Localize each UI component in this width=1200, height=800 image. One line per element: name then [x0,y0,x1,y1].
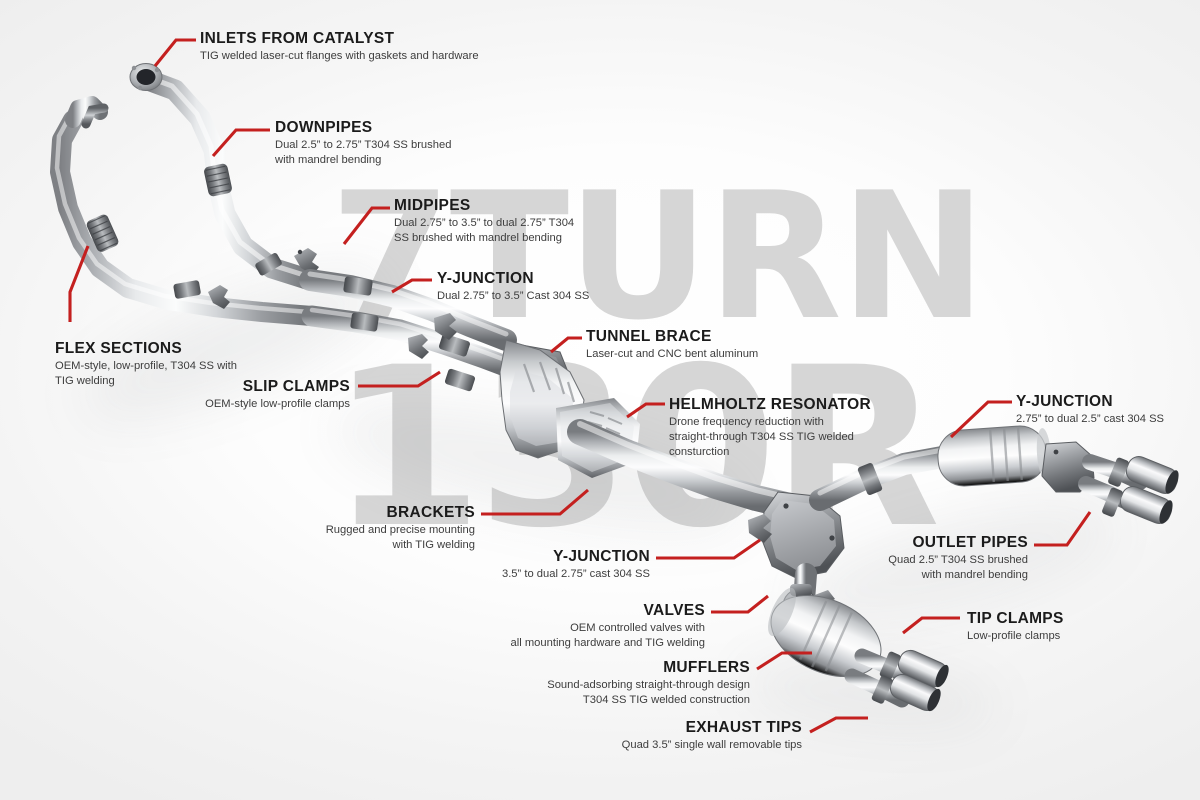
tip-clamp-lower-1 [879,651,901,680]
callout-desc: Sound-adsorbing straight-through design … [547,679,750,707]
callout-title: EXHAUST TIPS [685,719,802,736]
callout-helmholtz-resonator[interactable]: HELMHOLTZ RESONATOR Drone frequency redu… [669,396,871,460]
y-junction-lower [761,491,845,579]
callout-exhaust-tips[interactable]: EXHAUST TIPS Quad 3.5” single wall remov… [540,719,802,753]
callout-title: INLETS FROM CATALYST [200,30,395,47]
tip-clamp-upper-2 [1102,487,1123,517]
callout-tunnel-brace[interactable]: TUNNEL BRACE Laser-cut and CNC bent alum… [586,328,758,362]
callout-y-junction-top[interactable]: Y-JUNCTION Dual 2.75” to 3.5” Cast 304 S… [437,270,589,304]
callout-downpipes[interactable]: DOWNPIPES Dual 2.5” to 2.75” T304 SS bru… [275,119,451,168]
callout-title: MIDPIPES [394,197,471,214]
muffler-right-upper [937,425,1052,487]
callout-slip-clamps[interactable]: SLIP CLAMPS OEM-style low-profile clamps [125,378,350,412]
callout-valves[interactable]: VALVES OEM controlled valves with all mo… [420,602,705,651]
callout-desc: Low-profile clamps [967,630,1061,643]
callout-title: Y-JUNCTION [553,548,650,565]
slip-clamp-a [173,280,201,299]
slip-clamp-midpipe-2 [438,333,470,357]
callout-title: FLEX SECTIONS [55,340,183,357]
callout-desc: TIG welded laser-cut flanges with gasket… [200,50,479,63]
flex-section-lower [86,214,119,252]
callout-desc: Quad 3.5” single wall removable tips [621,739,802,752]
callout-desc: Dual 2.75” to 3.5” Cast 304 SS [437,290,590,303]
inlet-flange-upper [129,63,163,91]
callout-title: HELMHOLTZ RESONATOR [669,396,872,413]
callout-desc: Dual 2.5” to 2.75” T304 SS brushed with … [275,139,452,167]
bracket-mid-2 [408,334,429,359]
callout-title: VALVES [643,602,705,619]
slip-clamp-b [255,253,282,276]
callout-desc: Quad 2.5” T304 SS brushed with mandrel b… [888,554,1028,582]
exhaust-tips-lower [889,649,949,712]
callout-y-junction-bottom[interactable]: Y-JUNCTION 3.5” to dual 2.75” cast 304 S… [420,548,650,582]
callout-midpipes[interactable]: MIDPIPES Dual 2.75” to 3.5” to dual 2.75… [394,197,574,246]
slip-clamp-midpipe-upper [343,276,373,296]
callout-title: Y-JUNCTION [1016,393,1113,410]
callout-desc: OEM-style, low-profile, T304 SS with TIG… [55,360,237,388]
flex-section-upper [204,163,232,197]
center-pipe-main [567,419,803,519]
callout-outlet-pipes[interactable]: OUTLET PIPES Quad 2.5” T304 SS brushed w… [770,534,1028,583]
callout-title: SLIP CLAMPS [242,378,350,395]
callout-desc: OEM controlled valves with all mounting … [510,622,705,650]
callout-title: MUFFLERS [663,659,750,676]
callout-title: OUTLET PIPES [912,534,1028,551]
callout-brackets[interactable]: BRACKETS Rugged and precise mounting wit… [250,504,475,553]
callout-desc: Rugged and precise mounting with TIG wel… [325,524,475,552]
bracket-dp-2 [208,285,230,309]
callout-y-junction-right[interactable]: Y-JUNCTION 2.75” to dual 2.5” cast 304 S… [1016,393,1164,427]
tip-clamp-lower-2 [871,675,893,704]
callout-title: DOWNPIPES [275,119,373,136]
callout-title: Y-JUNCTION [437,270,534,287]
callout-mufflers[interactable]: MUFFLERS Sound-adsorbing straight-throug… [460,659,750,708]
bracket-mid-1 [434,313,457,340]
callout-title: TIP CLAMPS [967,610,1064,627]
bracket-dp-1 [294,248,319,275]
callout-desc: 3.5” to dual 2.75” cast 304 SS [501,568,650,581]
tip-clamp-upper-1 [1108,457,1129,487]
bracket-lower-y [748,514,772,543]
callout-desc: Dual 2.75” to 3.5” to dual 2.75” T304 SS… [394,217,575,245]
callout-desc: Drone frequency reduction with straight-… [669,416,854,459]
callout-flex-sections[interactable]: FLEX SECTIONS OEM-style, low-profile, T3… [55,340,237,389]
callout-title: TUNNEL BRACE [586,328,712,345]
slip-clamp-right-upper [857,463,883,495]
slip-clamp-midpipe-3 [444,368,476,392]
midpipe-upper [299,269,517,351]
callout-title: BRACKETS [386,504,475,521]
exhaust-tips-upper [1119,456,1179,524]
callout-desc: Laser-cut and CNC bent aluminum [586,348,759,361]
slip-clamp-midpipe-lower [350,312,379,332]
callout-desc: OEM-style low-profile clamps [205,398,350,411]
callout-inlets-from-catalyst[interactable]: INLETS FROM CATALYST TIG welded laser-cu… [200,30,479,64]
callout-tip-clamps[interactable]: TIP CLAMPS Low-profile clamps [967,610,1064,644]
callout-desc: 2.75” to dual 2.5” cast 304 SS [1016,413,1165,426]
